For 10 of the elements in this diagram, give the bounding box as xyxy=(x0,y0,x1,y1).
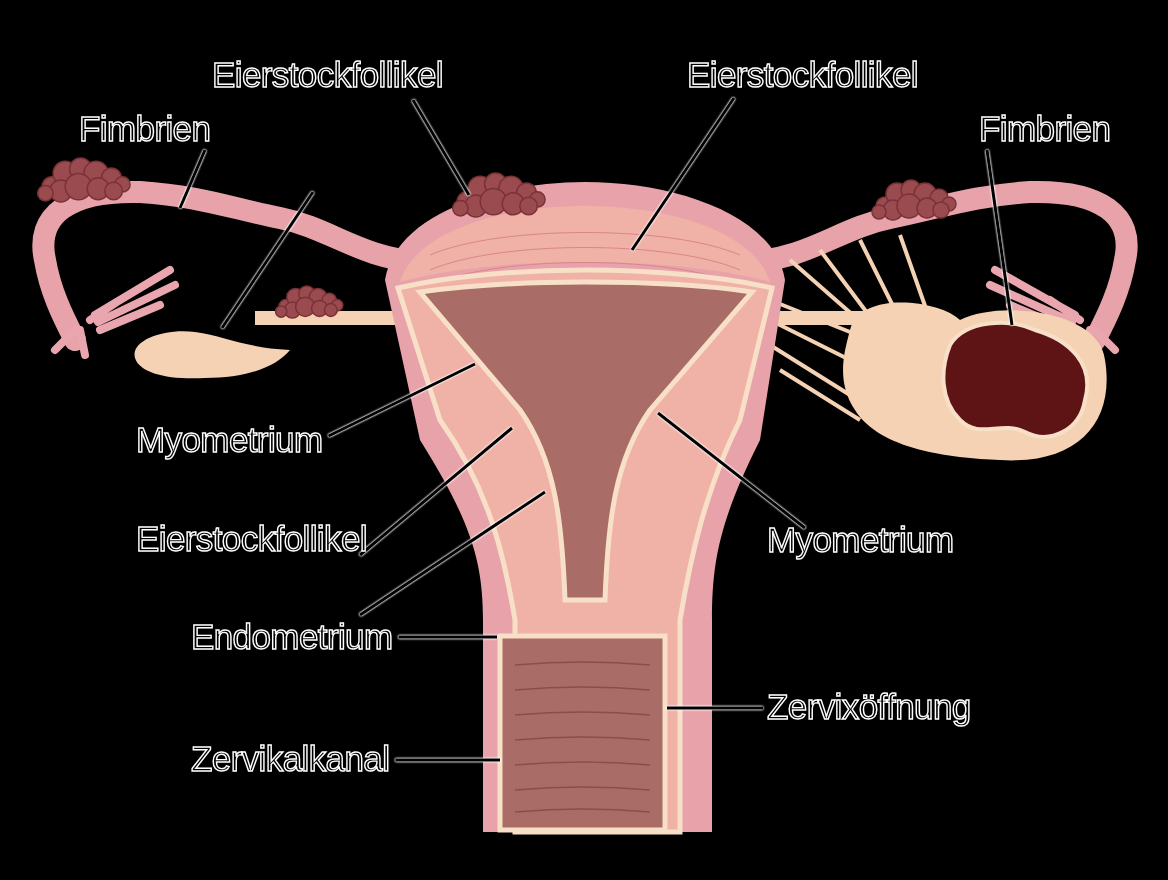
anatomy-label: Eierstockfollikel xyxy=(136,520,367,558)
anatomy-label: Zervikalkanal xyxy=(191,740,390,778)
anatomy-label: Zervixöffnung xyxy=(767,688,971,726)
anatomy-label: Fimbrien xyxy=(79,110,211,148)
anatomy-label: Eierstockfollikel xyxy=(212,56,443,94)
anatomy-label: Fimbrien xyxy=(979,110,1111,148)
anatomy-label: Myometrium xyxy=(136,421,323,459)
anatomy-label: Endometrium xyxy=(191,618,393,656)
anatomy-label: Eierstockfollikel xyxy=(687,56,918,94)
anatomy-label: Myometrium xyxy=(767,521,954,559)
